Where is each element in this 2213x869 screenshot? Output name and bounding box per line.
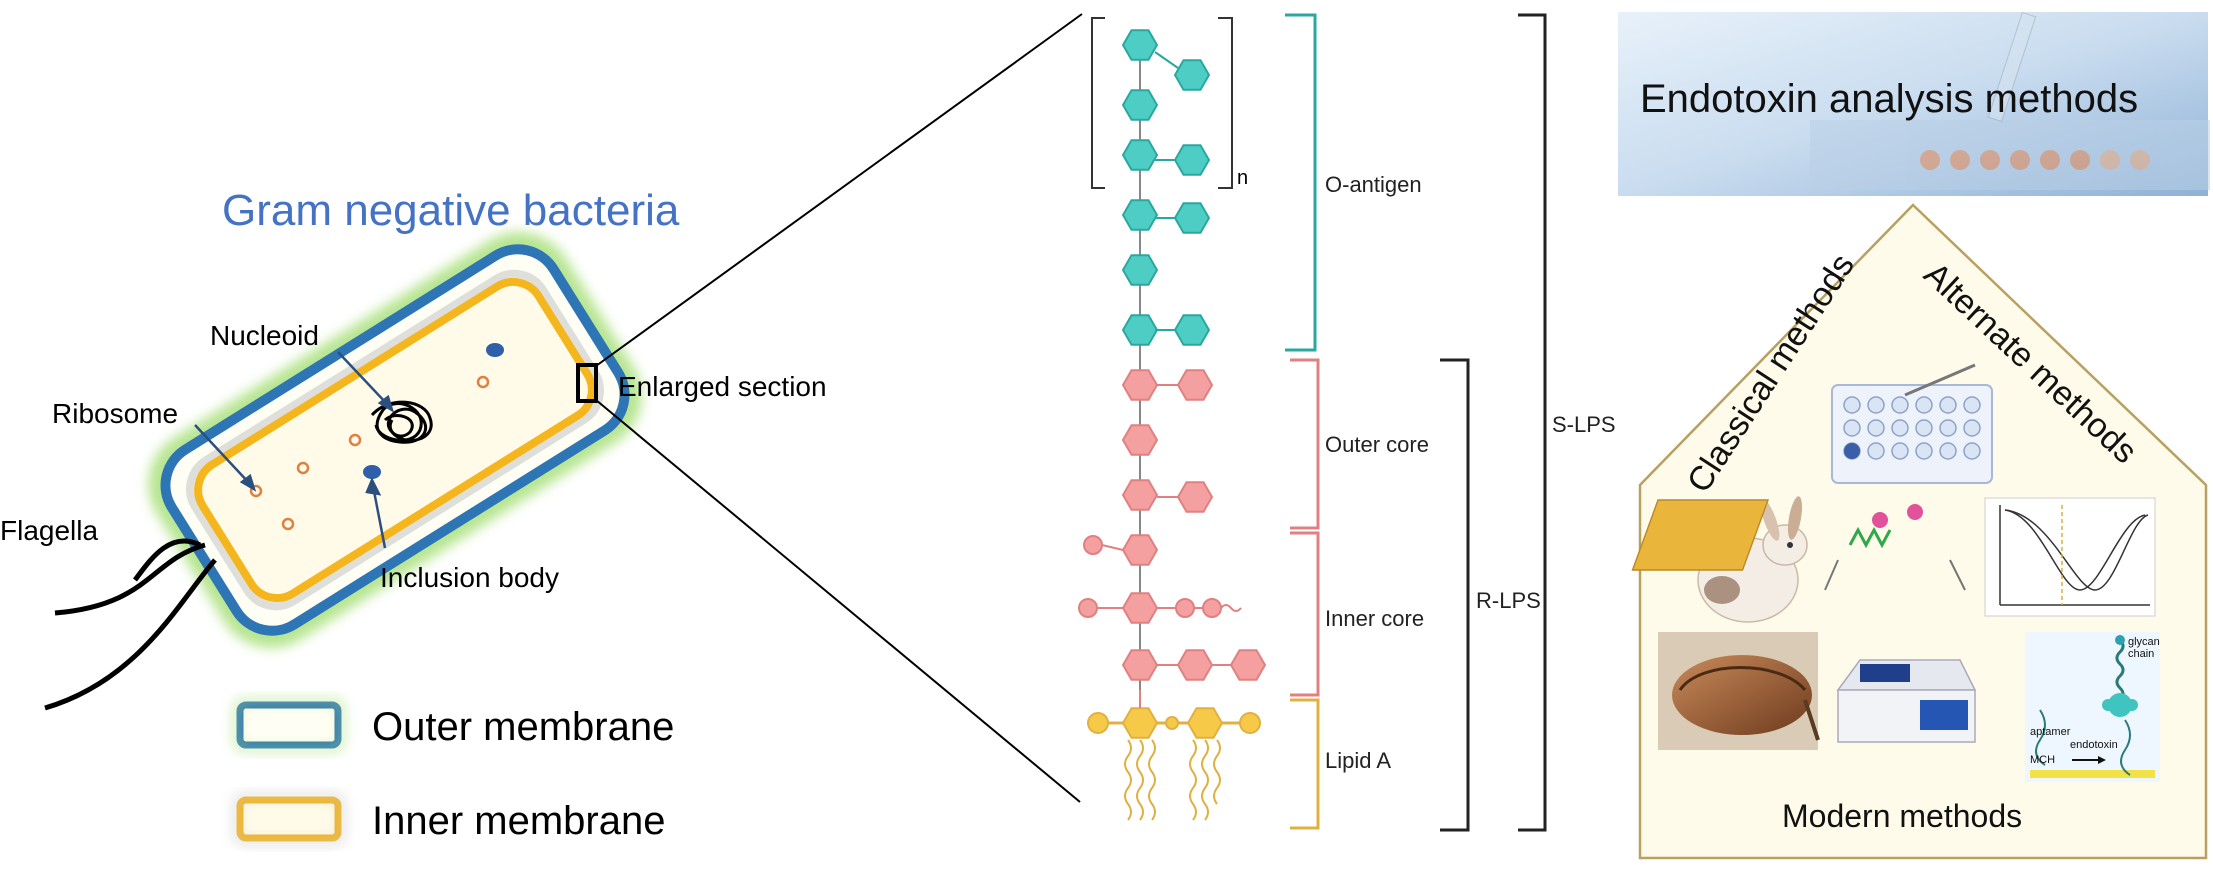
label-arrows [194,351,395,549]
lipid-a-shape [1087,690,1261,821]
outer-membrane-swatch [236,701,342,749]
microplate-icon [1831,363,1993,484]
sugar-hexagon [1121,479,1159,511]
repeat-subscript: n [1237,167,1248,189]
aptamer-endotoxin-text: endotoxin [2070,739,2118,751]
inner-membrane-label: Inner membrane [372,799,665,843]
r-lps-bracket [1440,358,1470,832]
modern-methods-label: Modern methods [1782,798,2022,834]
zoom-lines [595,13,1083,803]
ribosomes [249,375,490,531]
outer-core-label: Outer core [1325,432,1429,457]
s-lps-bracket [1518,13,1547,832]
aptamer-mch-text: MCH [2030,754,2055,766]
lipid-a-label: Lipid A [1325,748,1391,773]
sugar-hexagon [1121,254,1159,286]
sugar-hexagon [1121,369,1159,401]
periplasm-shade [186,269,604,611]
aptamer-glycan-text: glycan [2128,636,2160,648]
flagella-label: Flagella [0,515,98,546]
bacteria-title: Gram negative bacteria [222,186,680,235]
sugar-hexagon [1121,424,1159,456]
inclusion-body-label: Inclusion body [380,562,559,593]
sugar-hexagon [1121,89,1159,121]
o-antigen-bracket [1285,13,1317,352]
ribosome-label: Ribosome [52,398,178,429]
inclusion-body-shape [486,343,504,357]
methods-banner-title: Endotoxin analysis methods [1640,77,2138,121]
outer-membrane-label: Outer membrane [372,705,674,749]
resonance-graph-icon [1984,497,2156,617]
sugar-hexagon [1176,481,1214,513]
sensor-chip-icon [1631,499,1966,591]
sugar-hexagon [1176,649,1214,681]
s-lps-label: S-LPS [1552,412,1616,437]
sugar-hexagon [1121,139,1159,171]
sugar-hexagon [1121,29,1159,61]
lipid-a-bracket [1290,698,1320,830]
spectrophotometer-icon [1836,659,1977,743]
aptamer-chain-text: chain [2128,648,2154,660]
core-sugars [1078,369,1267,681]
sugar-hexagon [1121,592,1159,624]
sugar-hexagon [1173,314,1211,346]
repeat-bracket [1091,17,1233,189]
flagella-shape [44,538,217,711]
inner-core-label: Inner core [1325,606,1424,631]
membrane-legend: Outer membrane Inner membrane [233,698,674,845]
horseshoe-crab-icon [1658,632,1820,750]
sugar-hexagon [1121,314,1159,346]
nucleoid-label: Nucleoid [210,320,319,351]
bacteria-panel: Gram negative bacteria [0,13,1083,845]
inner-core-bracket [1290,531,1320,697]
nucleoid-shape [370,400,433,444]
inclusion-body-shape [363,465,381,479]
enlarged-section-label: Enlarged section [618,371,827,402]
inner-membrane-swatch [236,796,342,842]
sugar-hexagon [1121,649,1159,681]
sugar-hexagon [1176,369,1214,401]
enlarged-section-marker [576,363,598,403]
lps-structure: n [1078,13,1616,832]
r-lps-label: R-LPS [1476,588,1541,613]
methods-panel: Endotoxin analysis methods Classical met… [1618,11,2210,860]
aptamer-sensor-icon: glycan chain aptamer endotoxin MCH [2025,632,2160,782]
sugar-hexagon [1173,144,1211,176]
sugar-hexagon [1229,649,1267,681]
sugar-hexagon [1173,202,1211,234]
sugar-hexagon [1121,199,1159,231]
aptamer-label-text: aptamer [2030,726,2071,738]
outer-core-bracket [1290,358,1320,530]
well-plate-photo [1810,11,2210,190]
sugar-hexagon [1121,534,1159,566]
o-antigen-label: O-antigen [1325,172,1422,197]
o-antigen-sugars [1121,29,1211,346]
sugar-hexagon [1173,59,1211,91]
